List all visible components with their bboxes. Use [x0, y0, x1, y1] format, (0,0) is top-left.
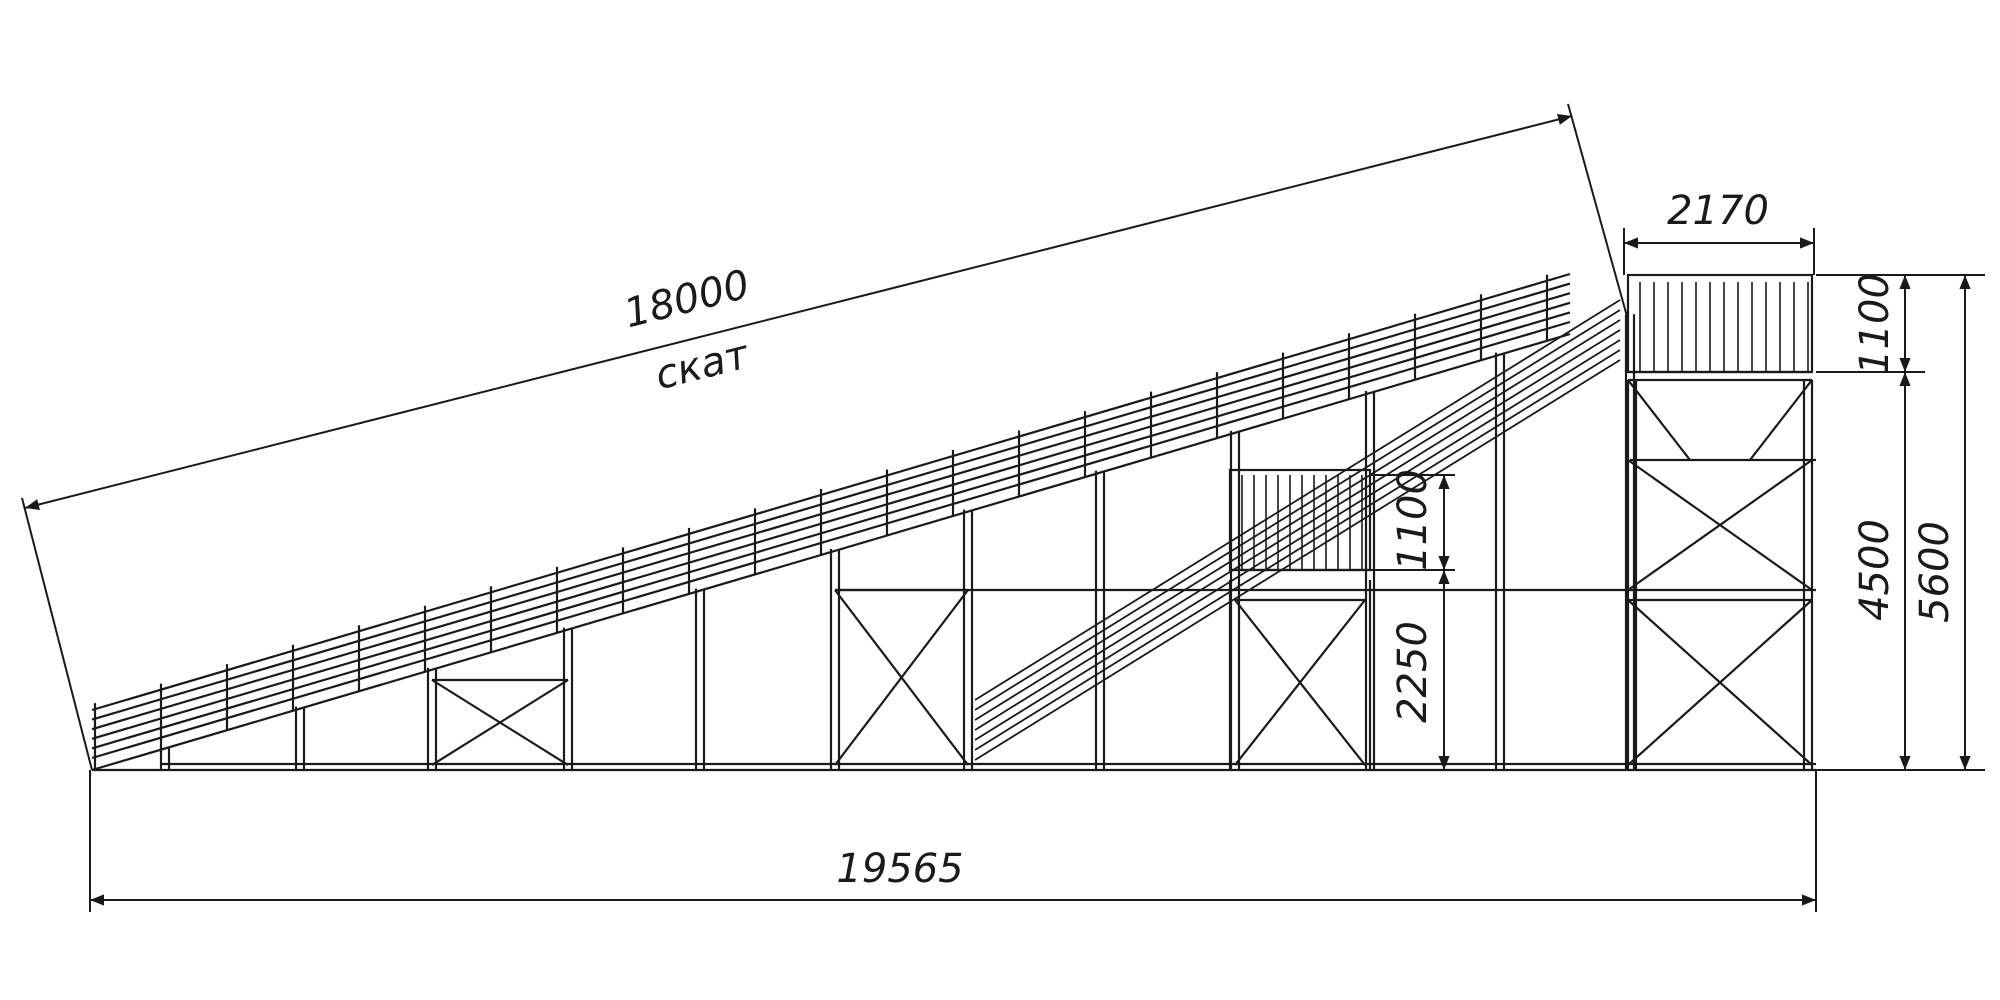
chute-board: [974, 309, 1621, 711]
tower-x-brace: [1627, 599, 1813, 766]
tower-brace: [1749, 379, 1813, 461]
chute-board: [974, 329, 1621, 731]
mid-platform-railing-frame: [1228, 468, 1372, 572]
slide-structure: [91, 272, 1816, 772]
mid-railing-height-label: 1100: [1390, 469, 1436, 571]
slope-caption-label: скат: [651, 331, 755, 399]
chute-board: [974, 299, 1621, 701]
total-height-label: 5600: [1912, 521, 1958, 623]
top-platform-height-label: 4500: [1852, 519, 1898, 621]
chute-board: [974, 349, 1621, 751]
x-brace: [834, 589, 969, 766]
mid-platform-height-label: 2250: [1390, 621, 1436, 723]
x-brace: [431, 679, 569, 766]
dimensions: [21, 103, 1985, 912]
x-brace: [1234, 599, 1366, 766]
slope-dimension-line: [24, 114, 1573, 510]
tower-brace: [1627, 379, 1691, 461]
top-platform-railing-frame: [1626, 273, 1814, 374]
top-railing-height-label: 1100: [1852, 273, 1898, 375]
slope-length-label: 18000: [619, 261, 754, 337]
overall-length-label: 19565: [836, 846, 963, 892]
top-platform-width-label: 2170: [1667, 188, 1769, 234]
slope-extension-left: [21, 497, 93, 771]
tower-x-brace: [1627, 459, 1813, 591]
chute-board: [974, 319, 1621, 721]
slope-extension-right: [1567, 103, 1629, 321]
